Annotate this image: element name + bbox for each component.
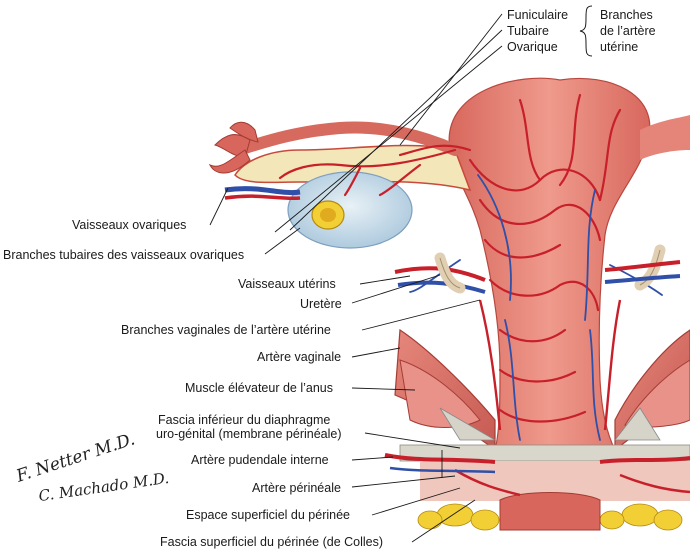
label-artere-vaginale: Artère vaginale bbox=[257, 350, 342, 364]
uterus bbox=[448, 77, 651, 451]
label-espace-superficiel: Espace superficiel du périnée bbox=[186, 508, 350, 522]
label-ovarique: Ovarique bbox=[507, 40, 558, 54]
internal-pudendal-artery bbox=[384, 453, 496, 464]
caption-uterine: utérine bbox=[600, 40, 639, 54]
muscle-body-left bbox=[399, 359, 481, 428]
vaginal-artery bbox=[478, 299, 502, 431]
perineal-fat bbox=[417, 503, 683, 531]
label-funiculaire: Funiculaire bbox=[507, 8, 569, 22]
ovarian-vessels bbox=[224, 186, 301, 196]
uterine-arteries bbox=[278, 93, 622, 423]
label-vaisseaux-ovariques: Vaisseaux ovariques bbox=[72, 218, 187, 232]
branch-brace bbox=[579, 5, 593, 57]
label-branches-vaginales: Branches vaginales de l’artère utérine bbox=[121, 323, 331, 337]
label-vaisseaux-uterins: Vaisseaux utérins bbox=[238, 277, 336, 291]
label-artere-pudendale: Artère pudendale interne bbox=[191, 453, 329, 467]
label-uretere: Uretère bbox=[300, 297, 342, 311]
label-artere-perineale: Artère périnéale bbox=[252, 481, 341, 495]
label-branches-tubaires: Branches tubaires des vaisseaux ovarique… bbox=[3, 248, 245, 262]
ovary bbox=[287, 171, 413, 249]
label-muscle-elevateur: Muscle élévateur de l’anus bbox=[185, 381, 333, 395]
fallopian-tube-left bbox=[239, 121, 461, 156]
label-fascia-inferieur-1: Fascia inférieur du diaphragme bbox=[158, 413, 331, 427]
fimbriae bbox=[208, 121, 259, 174]
perineal-artery bbox=[454, 468, 521, 497]
broad-ligament-right bbox=[640, 115, 690, 160]
label-fascia-superficiel: Fascia superficiel du périnée (de Colles… bbox=[160, 535, 384, 549]
label-fascia-inferieur-2: uro-génital (membrane périnéale) bbox=[156, 427, 342, 441]
leader-lines bbox=[209, 13, 503, 543]
label-tubaire: Tubaire bbox=[507, 24, 549, 38]
caption-artere: de l’artère bbox=[600, 24, 656, 38]
caption-branches: Branches bbox=[600, 8, 653, 22]
